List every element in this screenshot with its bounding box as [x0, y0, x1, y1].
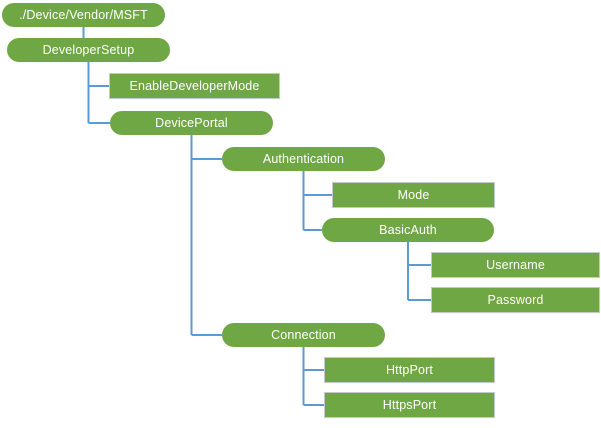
node-httpsport[interactable]: HttpsPort [325, 393, 494, 417]
node-label: HttpsPort [382, 398, 437, 412]
node-authentication[interactable]: Authentication [222, 147, 385, 171]
node-enabledevelopermode[interactable]: EnableDeveloperMode [110, 74, 279, 98]
node-connection[interactable]: Connection [222, 323, 385, 347]
node-label: Mode [397, 188, 430, 202]
node-deviceportal[interactable]: DevicePortal [110, 111, 273, 135]
node-password[interactable]: Password [432, 288, 599, 312]
node-label: Connection [271, 328, 336, 342]
node-label: Password [487, 293, 544, 307]
node-label: Authentication [262, 152, 345, 166]
node-basicauth[interactable]: BasicAuth [322, 218, 494, 242]
node-label: DeveloperSetup [42, 43, 135, 57]
node-label: EnableDeveloperMode [129, 79, 260, 93]
node-label: Username [486, 258, 545, 272]
node-label: HttpPort [385, 363, 434, 377]
node-label: BasicAuth [379, 223, 437, 237]
node-mode[interactable]: Mode [333, 183, 494, 207]
node-root[interactable]: ./Device/Vendor/MSFT [2, 3, 165, 27]
node-label: DevicePortal [155, 116, 228, 130]
node-label: ./Device/Vendor/MSFT [19, 8, 148, 22]
node-developersetup[interactable]: DeveloperSetup [7, 38, 170, 62]
node-username[interactable]: Username [432, 253, 599, 277]
node-httpport[interactable]: HttpPort [325, 358, 494, 382]
